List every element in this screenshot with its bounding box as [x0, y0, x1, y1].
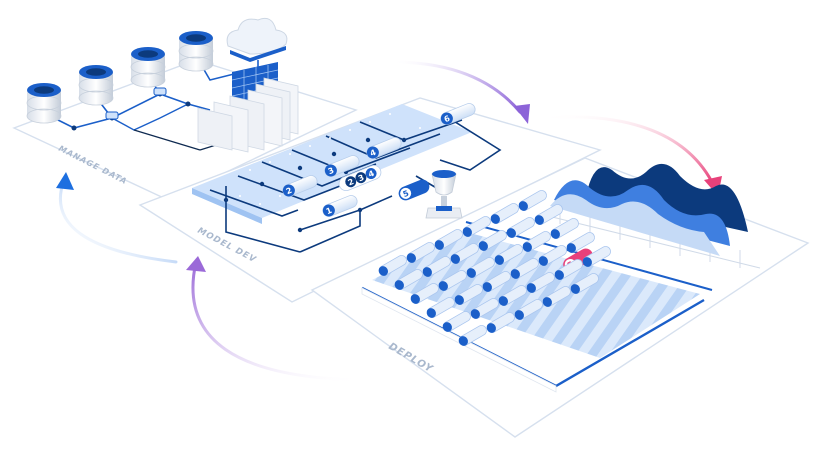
trophy-icon [425, 170, 463, 219]
model-capsule [582, 246, 611, 267]
model-capsule [482, 271, 511, 292]
model-capsule [534, 204, 563, 225]
arrow-icon [390, 60, 522, 114]
cluster-badge-3: 3 [357, 173, 366, 183]
database-icon [130, 47, 166, 88]
wave-chart-icon [539, 163, 761, 269]
model-capsule [378, 255, 407, 276]
model-capsule [554, 259, 583, 280]
model-capsule [426, 297, 455, 318]
badge-3: 3 [327, 166, 336, 176]
model-capsule [454, 284, 483, 305]
lifecycle-arrows [56, 60, 722, 382]
model-capsule [470, 298, 499, 319]
model-capsule [570, 273, 599, 294]
database-icon [178, 31, 214, 72]
model-capsule [394, 269, 423, 290]
model-capsule [494, 244, 523, 265]
model-capsule [478, 230, 507, 251]
model-capsule [486, 312, 515, 333]
model-capsule [490, 203, 519, 224]
arrow-icon [536, 115, 714, 184]
model-node-3: 3 [324, 155, 360, 177]
cloud-icon [226, 17, 288, 70]
model-capsule [498, 285, 527, 306]
model-capsule [550, 218, 579, 239]
model-capsule [406, 242, 435, 263]
model-capsule [514, 299, 543, 320]
model-node-6: 6 [440, 103, 476, 125]
badge-5: 5 [402, 188, 411, 199]
model-capsule [566, 232, 595, 253]
model-capsule [510, 258, 539, 279]
model-node-5: 5 [398, 179, 430, 201]
model-capsule [538, 245, 567, 266]
database-icon [78, 65, 114, 106]
badge-1: 1 [325, 206, 334, 217]
model-capsule [466, 257, 495, 278]
arrow-icon [58, 178, 178, 264]
model-node-1: 1 [322, 195, 358, 217]
arrow-icon [186, 256, 206, 272]
model-capsule [422, 256, 451, 277]
database-icon [26, 83, 62, 124]
arrow-icon [56, 172, 74, 190]
model-capsule [542, 286, 571, 307]
badge-6: 6 [443, 114, 452, 125]
model-node-4: 4 [366, 137, 402, 159]
arrow-icon [191, 260, 368, 382]
server-rack-icon [197, 62, 299, 153]
model-capsule [410, 283, 439, 304]
model-capsule [518, 190, 547, 211]
model-capsule [442, 311, 471, 332]
model-capsule [526, 272, 555, 293]
model-capsule [506, 217, 535, 238]
model-capsule [458, 325, 487, 346]
badge-4: 4 [369, 148, 378, 159]
model-capsule [462, 216, 491, 237]
model-node-2: 2 [282, 175, 318, 197]
model-capsule [522, 231, 551, 252]
badge-2: 2 [285, 186, 294, 196]
model-dev-board [192, 104, 502, 253]
cluster-badge-4: 4 [367, 169, 376, 180]
deployed-models [378, 190, 611, 346]
model-capsule [438, 270, 467, 291]
arrow-icon [514, 104, 530, 124]
model-dev-panel: MODEL DEV [138, 97, 602, 303]
model-capsule [434, 229, 463, 250]
model-node-cluster: 2 3 4 [338, 164, 382, 192]
cluster-badge-2: 2 [347, 177, 356, 187]
model-capsule [450, 243, 479, 264]
